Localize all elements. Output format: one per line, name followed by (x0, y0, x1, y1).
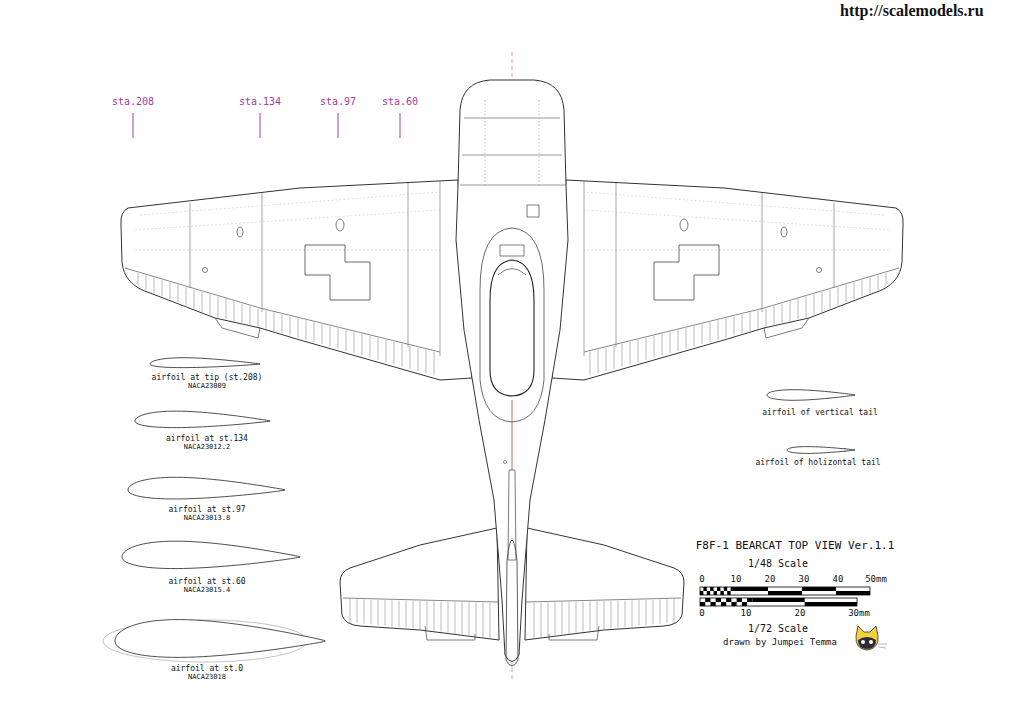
scale-number: 10 (741, 609, 752, 619)
right-stabilizer (525, 528, 684, 640)
airfoil-caption: airfoil at st.0 (171, 665, 243, 674)
scale-number: 20 (795, 609, 806, 619)
airfoil-caption: airfoil at st.60 (168, 578, 245, 587)
airfoil-name: NACA23012.2 (184, 444, 230, 452)
airfoil-sections (103, 358, 855, 662)
scale-title: 1/72 Scale (748, 623, 808, 634)
airfoil-caption: airfoil at st.97 (168, 506, 245, 515)
watermark: http://scalemodels.ru (840, 2, 984, 20)
station-label: sta.60 (382, 96, 418, 107)
left-wing (121, 180, 472, 380)
station-label: sta.134 (239, 96, 281, 107)
station-ticks (133, 113, 400, 138)
airfoil-name: NACA23013.8 (184, 515, 230, 523)
scale-number: 10 (731, 575, 742, 585)
airfoil-name: NACA23015.4 (184, 587, 230, 595)
airfoil-caption: airfoil of vertical tail (762, 409, 878, 418)
right-wing (552, 180, 903, 380)
scale-number: 30mm (848, 609, 870, 619)
scale-number: 0 (699, 575, 704, 585)
scale-number: 50mm (865, 575, 887, 585)
scale-bars (700, 587, 870, 606)
airfoil-name: NACA23018 (188, 674, 226, 682)
airfoil-caption: airfoil of holizontal tail (755, 459, 880, 468)
fuselage (456, 80, 568, 666)
scale-number: 0 (699, 609, 704, 619)
scale-number: 40 (833, 575, 844, 585)
airfoil-caption: airfoil at tip (st.208) (152, 374, 263, 383)
scale-number: 30 (799, 575, 810, 585)
station-label: sta.208 (112, 96, 154, 107)
left-stabilizer (340, 528, 499, 640)
airfoil-caption: airfoil at st.134 (166, 435, 248, 444)
drawing-title: F8F-1 BEARCAT TOP VIEW Ver.1.1 (696, 540, 895, 552)
scale-number: 20 (765, 575, 776, 585)
signature-icon (856, 626, 887, 650)
scale-title: 1/48 Scale (748, 558, 808, 569)
airfoil-name: NACA23009 (188, 383, 226, 391)
station-label: sta.97 (320, 96, 356, 107)
author-credit: drawn by Jumpei Temma (723, 638, 837, 648)
